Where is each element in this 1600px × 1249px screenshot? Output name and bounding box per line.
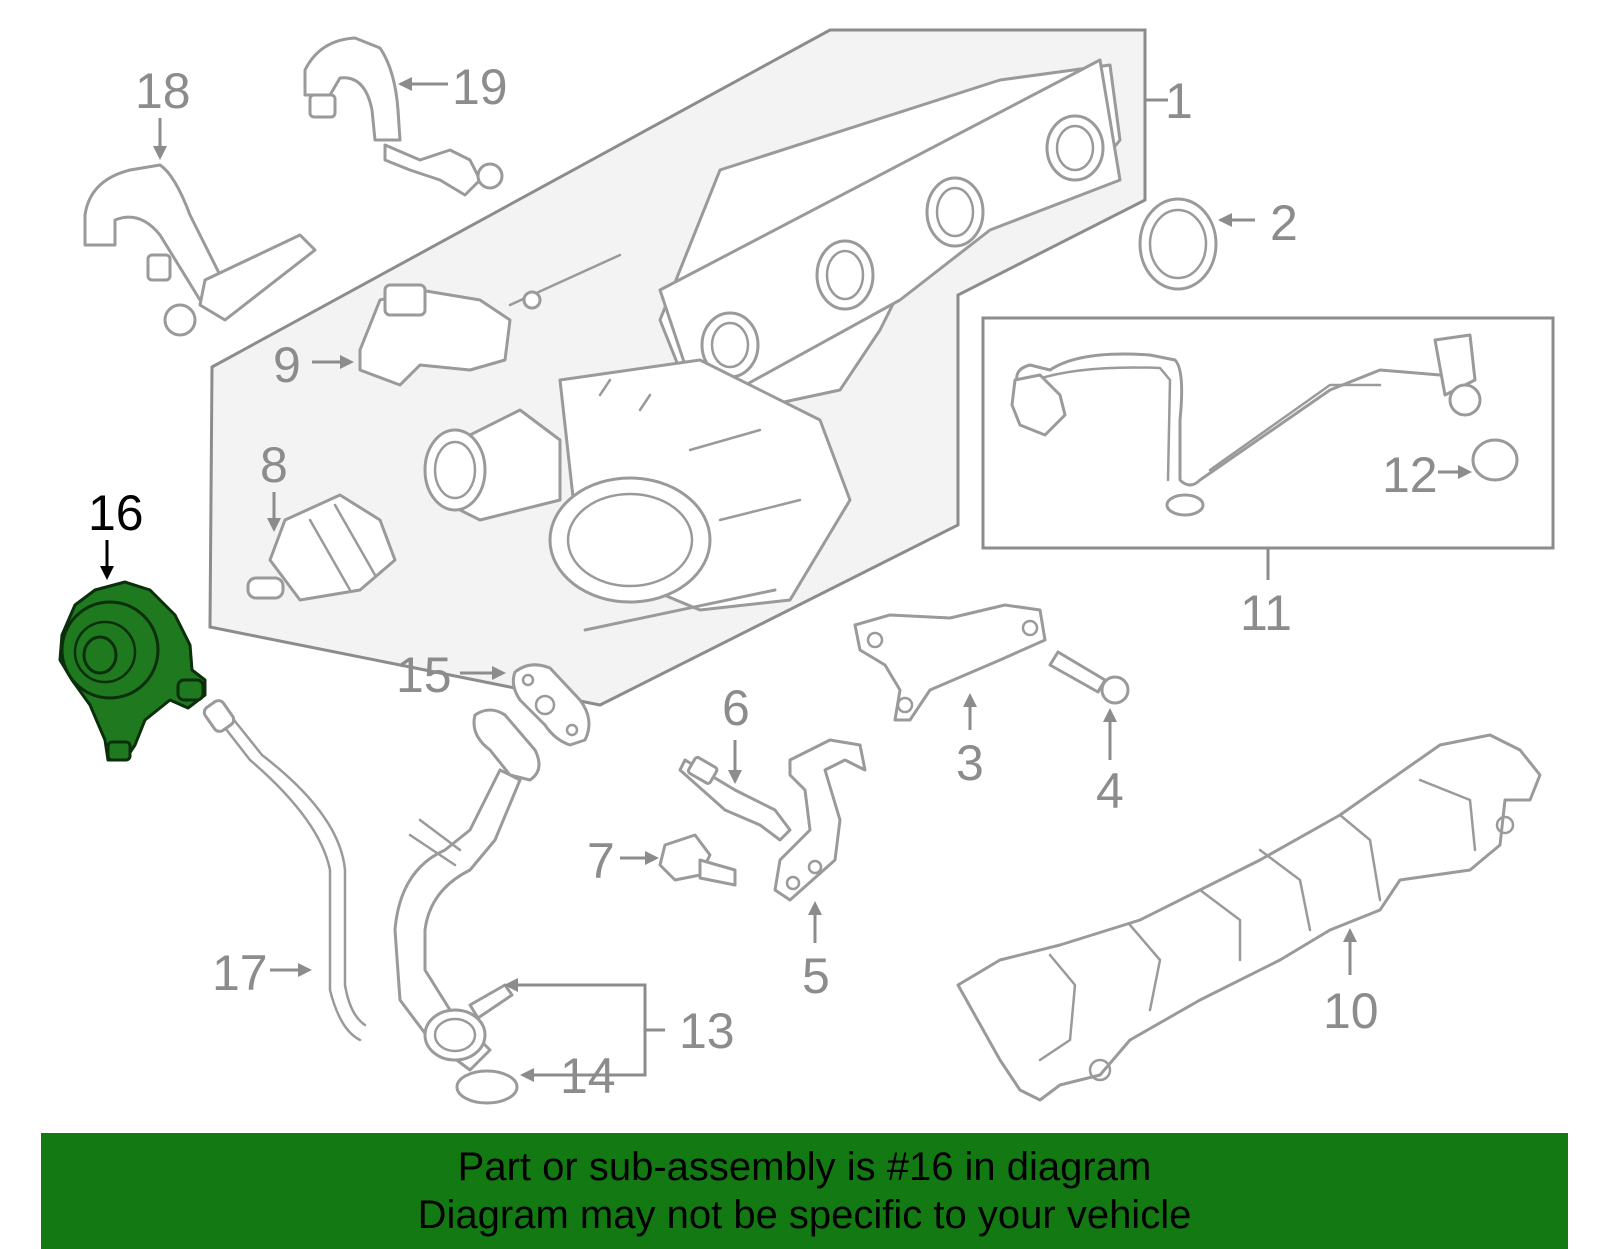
- callout-17: 17: [212, 945, 268, 1001]
- sensor-6[interactable]: [678, 755, 792, 842]
- callout-1: 1: [1165, 73, 1193, 129]
- turbocharger-manifold[interactable]: [423, 58, 1122, 632]
- gasket-15[interactable]: [511, 663, 591, 747]
- bracket-5[interactable]: [773, 738, 867, 902]
- bracket-3[interactable]: [853, 603, 1047, 722]
- callout-8: 8: [260, 437, 288, 493]
- callout-10: 10: [1323, 983, 1379, 1039]
- callout-16: 16: [88, 485, 144, 541]
- hose-19[interactable]: [303, 36, 504, 197]
- callout-13: 13: [679, 1003, 735, 1059]
- callout-18: 18: [135, 63, 191, 119]
- hose-17[interactable]: [202, 698, 367, 1042]
- info-banner: Part or sub-assembly is #16 in diagram D…: [41, 1133, 1568, 1249]
- callout-6: 6: [722, 680, 750, 736]
- callout-4: 4: [1096, 763, 1124, 819]
- callout-3: 3: [956, 735, 984, 791]
- banner-line-1: Part or sub-assembly is #16 in diagram: [457, 1145, 1152, 1189]
- callout-15: 15: [396, 647, 452, 703]
- banner-line-2: Diagram may not be specific to your vehi…: [417, 1193, 1192, 1237]
- callout-19: 19: [452, 59, 508, 115]
- callout-5: 5: [802, 948, 830, 1004]
- callout-14: 14: [560, 1048, 616, 1104]
- callout-12: 12: [1382, 447, 1438, 503]
- heat-shield-10[interactable]: [956, 733, 1542, 1102]
- callout-2: 2: [1270, 195, 1298, 251]
- hose-bracket-18[interactable]: [83, 163, 317, 337]
- solenoid-8[interactable]: [246, 493, 397, 602]
- oil-pipe-11[interactable]: [1010, 333, 1482, 517]
- bolt-7[interactable]: [658, 833, 737, 887]
- part-16-highlighted[interactable]: [58, 580, 207, 762]
- callout-9: 9: [273, 337, 301, 393]
- gasket-ring-2[interactable]: [1138, 197, 1218, 291]
- pipe-13[interactable]: [393, 708, 541, 1072]
- bolt-4[interactable]: [1048, 650, 1130, 705]
- callout-7: 7: [587, 833, 615, 889]
- o-ring-14[interactable]: [455, 1069, 519, 1105]
- o-ring-12[interactable]: [1471, 438, 1519, 482]
- actuator-9[interactable]: [358, 253, 622, 387]
- callout-11: 11: [1240, 585, 1292, 641]
